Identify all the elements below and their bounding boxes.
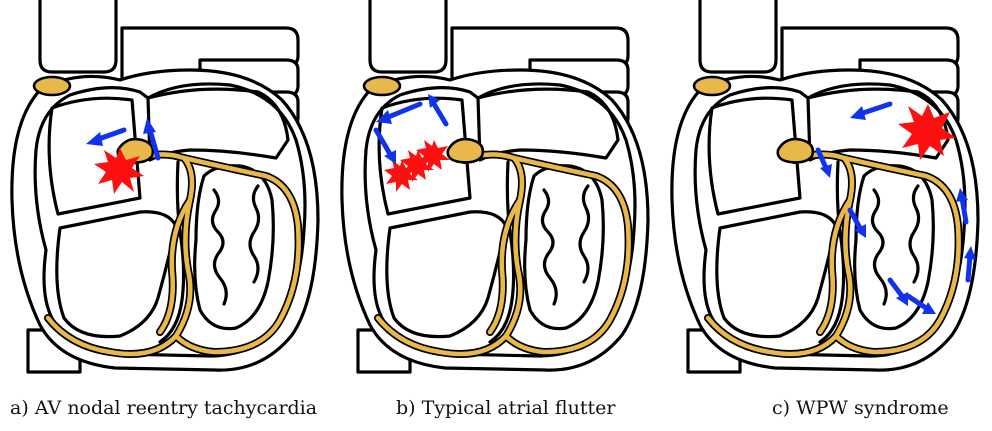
heart-diagram-a xyxy=(0,0,330,390)
panel-av-nodal-reentry: a) AV nodal reentry tachycardia xyxy=(0,0,330,431)
heart-diagram-c xyxy=(660,0,990,390)
caption-b: b) Typical atrial flutter xyxy=(396,397,615,419)
heart-diagram-b xyxy=(330,0,660,390)
caption-a: a) AV nodal reentry tachycardia xyxy=(10,397,317,419)
panel-wpw-syndrome: c) WPW syndrome xyxy=(660,0,990,431)
caption-c: c) WPW syndrome xyxy=(772,397,949,419)
panel-atrial-flutter: b) Typical atrial flutter xyxy=(330,0,660,431)
